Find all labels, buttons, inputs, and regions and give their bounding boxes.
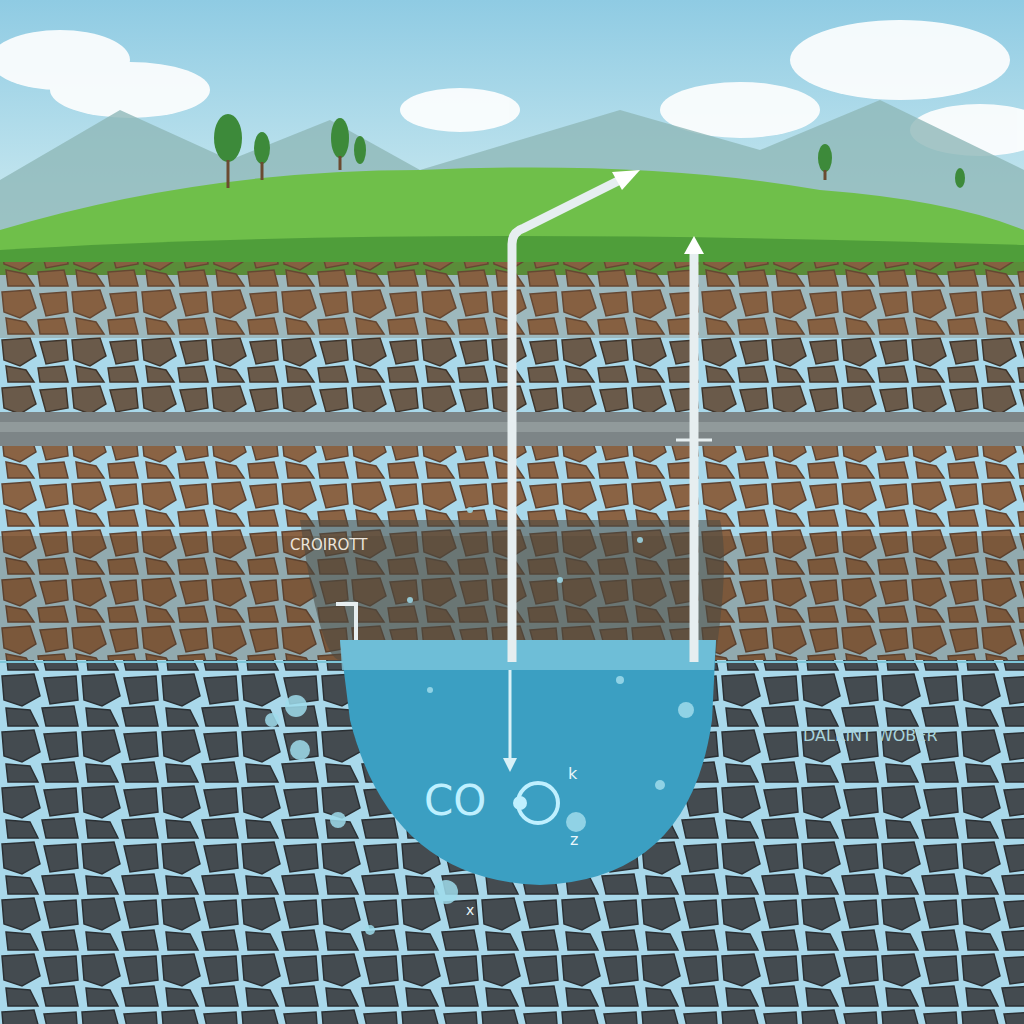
layer-label: CROIROTT [290, 536, 367, 554]
subscript-mark: x [466, 902, 474, 918]
molecule-symbol: CO [424, 776, 486, 825]
subscript-mark: z [570, 830, 578, 849]
subscript-mark: k [568, 764, 577, 783]
layer-label: DALKINT WOBER [803, 726, 938, 745]
